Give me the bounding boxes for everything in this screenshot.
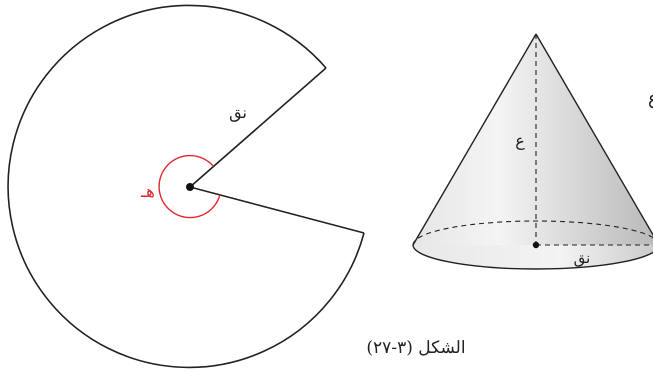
sector-radius-label: نق	[229, 103, 247, 122]
cut-letter: ع	[648, 88, 653, 109]
cone-base-front-edge	[412, 244, 653, 270]
cone-shape	[412, 33, 653, 270]
figure-caption: الشكل (٣-٢٧)	[366, 338, 465, 358]
cone-height-label: ع	[515, 131, 525, 150]
sector-radius-upper	[189, 67, 327, 188]
sector-center-dot	[186, 183, 194, 191]
cone-base-front	[413, 245, 653, 269]
cone-base-back	[412, 220, 653, 246]
sector-radius-lower	[189, 186, 365, 234]
cone-body	[413, 34, 653, 269]
cone-radius-label: نق	[574, 249, 591, 267]
cone-slant-left	[412, 33, 537, 246]
angle-marker	[158, 154, 221, 219]
cone-base-center-dot	[532, 241, 540, 249]
sector-shape	[7, 4, 365, 369]
angle-label: هـ	[140, 182, 155, 202]
sector-arc	[7, 4, 365, 369]
cone-slant-right	[535, 33, 653, 237]
